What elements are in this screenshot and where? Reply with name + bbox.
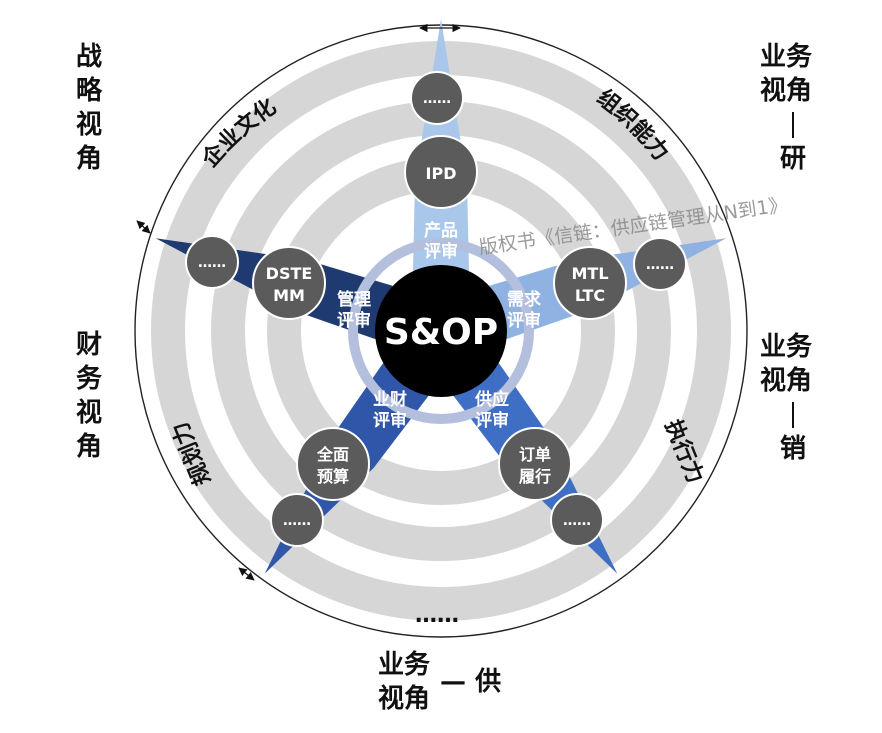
- corner-finance-c4: 角: [75, 432, 102, 462]
- node-mtl-ltc-line1: MTL: [571, 264, 608, 283]
- tip-node-5: [185, 235, 239, 289]
- review-label-2-line1: 需求: [507, 289, 541, 310]
- tip-node-5-label: ……: [198, 255, 226, 271]
- node-budget-line2: 预算: [317, 467, 349, 486]
- node-order-fulfillment: [498, 427, 572, 501]
- corner-strategy: 战 略 视 角: [72, 40, 106, 176]
- review-label-4: 业财评审: [373, 389, 407, 431]
- node-dste-mm-label: DSTE MM: [266, 264, 313, 305]
- node-budget-label: 全面预算: [316, 445, 349, 486]
- tip-node-2-label: ……: [646, 257, 674, 273]
- node-dste-mm-line1: DSTE: [266, 264, 313, 283]
- corner-supply: 业务 视角 — 供: [378, 648, 501, 716]
- review-label-2-line2: 评审: [507, 310, 541, 331]
- review-label-4-line1: 业财: [373, 389, 407, 410]
- corner-strategy-c1: 战: [75, 42, 102, 72]
- corner-sales-c1: 业: [760, 332, 787, 362]
- review-label-3-line1: 供应: [474, 389, 509, 410]
- node-budget: [296, 427, 370, 501]
- review-label-4-line2: 评审: [373, 410, 407, 431]
- corner-rd: 业 务 视 角 研: [760, 40, 826, 176]
- ring-label-bottom: ……: [415, 603, 459, 628]
- tip-node-1-label: ……: [423, 91, 451, 107]
- corner-supply-line1: 业务: [378, 650, 431, 680]
- node-ipd-line1: IPD: [426, 164, 457, 183]
- tip-nodes: …… …… …… …… ……: [185, 71, 687, 547]
- corner-sales-c3: 视: [760, 366, 787, 396]
- corner-strategy-c2: 略: [75, 76, 102, 106]
- corner-rd-c1: 业: [760, 42, 787, 72]
- corner-rd-c2: 务: [786, 42, 813, 72]
- corner-sales-c5: 销: [779, 434, 806, 464]
- tip-node-2: [633, 237, 687, 291]
- corner-rd-c3: 视: [760, 76, 787, 106]
- review-label-5-line1: 管理: [337, 289, 371, 310]
- node-mtl-ltc: [553, 246, 627, 320]
- review-label-2: 需求评审: [507, 289, 541, 331]
- node-budget-line1: 全面: [316, 445, 349, 464]
- review-label-5-line2: 评审: [337, 310, 371, 331]
- node-order-fulfillment-line2: 履行: [519, 467, 551, 486]
- corner-sales-c4: 角: [786, 366, 813, 396]
- corner-rd-c4: 角: [786, 76, 813, 106]
- review-label-3: 供应评审: [474, 389, 509, 431]
- corner-finance: 财 务 视 角: [72, 328, 106, 464]
- node-mtl-ltc-line2: LTC: [575, 286, 605, 305]
- corner-sales-c2: 务: [786, 332, 813, 362]
- node-ipd: [404, 135, 478, 209]
- node-dste-mm: [252, 246, 326, 320]
- inner-ring: [348, 238, 534, 424]
- boundary-arrow-bottom-left: [238, 567, 255, 581]
- tip-node-3-label: ……: [563, 513, 591, 529]
- review-label-1-line1: 产品: [424, 220, 458, 241]
- review-label-1-line2: 评审: [424, 241, 458, 262]
- corner-supply-line2: 视角: [378, 684, 431, 714]
- node-order-fulfillment-line1: 订单: [519, 445, 551, 464]
- tip-node-4-label: ……: [283, 513, 311, 529]
- corner-strategy-c3: 视: [75, 110, 102, 140]
- corner-finance-c2: 务: [75, 364, 102, 394]
- corner-strategy-c4: 角: [75, 144, 102, 174]
- center-circle: [375, 265, 507, 397]
- review-label-1: 产品评审: [424, 220, 458, 262]
- boundary-arrow-left: [136, 220, 151, 234]
- center-label: S&OP: [384, 312, 498, 353]
- review-label-5: 管理评审: [337, 289, 371, 331]
- node-ipd-label: IPD: [426, 164, 457, 183]
- node-mtl-ltc-label: MTL LTC: [571, 264, 608, 305]
- tip-node-4: [270, 493, 324, 547]
- corner-supply-suffix: — 供: [440, 667, 502, 697]
- tip-node-3: [550, 493, 604, 547]
- review-label-3-line2: 评审: [475, 410, 509, 431]
- corner-sales: 业 务 视 角 销: [760, 330, 826, 466]
- corner-rd-dash: [792, 112, 794, 138]
- corner-finance-c1: 财: [75, 330, 102, 360]
- corner-sales-dash: [792, 402, 794, 428]
- corner-finance-c3: 视: [75, 398, 102, 428]
- node-dste-mm-line2: MM: [273, 286, 305, 305]
- process-nodes: IPD MTL LTC 订单履行 全面预算 DSTE MM: [252, 135, 627, 501]
- tip-node-1: [410, 71, 464, 125]
- corner-rd-c5: 研: [779, 144, 806, 174]
- node-order-fulfillment-label: 订单履行: [519, 445, 551, 486]
